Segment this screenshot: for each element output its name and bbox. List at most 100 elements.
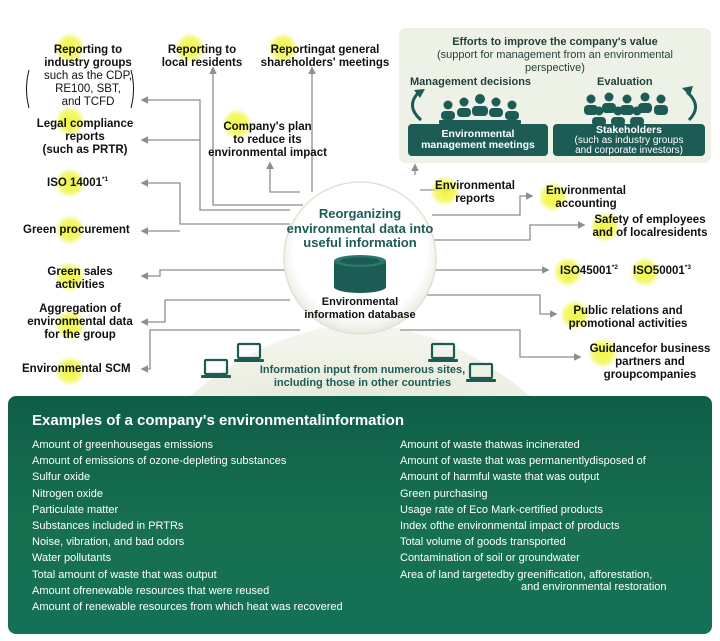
highlight-guidance [588, 338, 618, 368]
iso50001-label: ISO50001 [633, 265, 685, 277]
evaluation-label: Evaluation [597, 76, 653, 88]
output-public-relations: Public relations and promotional activit… [568, 305, 688, 330]
database-label: Environmental information database [304, 296, 416, 321]
laptop-icon-4 [466, 362, 496, 382]
examples-title: Examples of a company's environmentalinf… [32, 412, 404, 429]
value-panel-subtitle: (support for management from an environm… [436, 49, 673, 74]
arrow-aggregation [140, 299, 290, 326]
output-green-sales: Green sales activities [47, 266, 113, 291]
output-shareholders: Reportingat general shareholders' meetin… [260, 44, 390, 69]
example-item: Amount of harmful waste that was output [400, 471, 600, 484]
output-safety: Safety of employees and of localresident… [592, 214, 708, 239]
site-icons [201, 342, 496, 382]
highlight-scm [55, 356, 85, 386]
example-item: Particulate matter [32, 503, 119, 516]
output-guidance: Guidancefor business partners and groupc… [589, 343, 711, 381]
example-item: Usage rate of Eco Mark-certified product… [400, 503, 603, 516]
output-iso14001: ISO 14001*1 [47, 176, 109, 190]
value-panel-title: Efforts to improve the company's value [452, 36, 658, 48]
highlight-safety [590, 212, 620, 242]
output-industry-groups-detail: such as the CDP, RE100, SBT, and TCFD [43, 70, 132, 108]
example-item: Nitrogen oxide [32, 487, 103, 500]
example-item-continued: and environmental restoration [521, 580, 667, 593]
output-env-reports: Environmental reports [435, 180, 515, 205]
stakeholders-crowd-icon [584, 92, 668, 126]
output-aggregation: Aggregation of environmental data for th… [27, 303, 133, 341]
example-item: Amount of greenhousegas emissions [32, 439, 213, 451]
arrow-safety [432, 221, 586, 241]
example-item: Amount of renewable resources from which… [32, 600, 343, 613]
example-item: Noise, vibration, and bad odors [32, 536, 185, 549]
output-reduction-plan: Company's plan to reduce its environment… [208, 121, 327, 159]
example-item: Substances included in PRTRs [32, 519, 184, 532]
highlight-iso14001 [55, 168, 85, 198]
example-item: Total amount of waste that was output [32, 568, 217, 581]
arrow-local [209, 66, 303, 206]
highlight-iso45001 [553, 257, 583, 287]
arrow-green-sales [140, 269, 290, 280]
management-decisions-label: Management decisions [410, 76, 532, 88]
highlight-aggregation [55, 310, 85, 340]
highlight-legal [55, 106, 85, 136]
examples-right-list: Amount of waste thatwas incinerated Amou… [400, 437, 667, 595]
example-item: Water pollutants [32, 552, 112, 565]
example-item: Total volume of goods transported [400, 536, 566, 549]
example-item: Contamination of soil or groundwater [400, 552, 580, 565]
laptop-icon-1 [201, 358, 231, 378]
example-item: Amount of waste thatwas incinerated [400, 439, 580, 451]
output-green-procurement: Green procurement [23, 224, 130, 236]
arrow-plan [266, 161, 300, 193]
output-iso45001: ISO45001*2 [560, 264, 618, 278]
example-item: Amount ofrenewable resources that were r… [32, 584, 270, 597]
value-panel-icons [411, 86, 697, 126]
stakeholders-box-title: Stakeholders [596, 124, 662, 136]
output-iso50001: ISO50001*3 [633, 264, 691, 278]
example-item: Area of land targetedby greenification, … [400, 568, 653, 581]
industry-bracket [26, 69, 134, 109]
output-industry-groups: Reporting to industry groups [44, 44, 132, 69]
highlight-shareholders [268, 33, 298, 63]
output-environmental-scm: Environmental SCM [22, 363, 131, 375]
input-sites-label: Information input from numerous sites, i… [259, 364, 466, 389]
cycle-arrow-left-icon [411, 90, 423, 122]
arrow-accounting [432, 192, 534, 216]
highlight-green-procurement [55, 215, 85, 245]
iso45001-label: ISO45001 [560, 265, 612, 277]
hub-title: Reorganizing environmental data into use… [286, 206, 434, 250]
stakeholders-box-detail: (such as industry groups and corporate i… [574, 135, 684, 156]
example-item: Index ofthe environmental impact of prod… [400, 519, 620, 532]
output-env-accounting: Environmental accounting [546, 185, 626, 210]
example-item: Amount of waste that was permanentlydisp… [400, 455, 646, 468]
iso45001-note: *2 [611, 264, 618, 272]
highlight-pr [560, 300, 590, 330]
laptop-icon-3 [428, 342, 458, 362]
output-legal-compliance: Legal compliance reports (such as PRTR) [36, 118, 134, 156]
arrow-scm [140, 329, 300, 373]
arrow-industry [140, 96, 290, 211]
arrow-iso14001 [140, 179, 290, 225]
iso14001-note: *1 [101, 176, 109, 184]
highlight-green-sales [55, 262, 85, 292]
highlight-industry [55, 33, 85, 63]
example-item: Sulfur oxide [32, 471, 91, 484]
highlight-iso50001 [630, 257, 660, 287]
iso14001-label: ISO 14001 [47, 177, 102, 189]
examples-panel [8, 396, 712, 634]
example-item: Green purchasing [400, 487, 488, 500]
stakeholders-box: Stakeholders (such as industry groups an… [553, 124, 705, 156]
arrow-guidance [400, 329, 582, 361]
examples-left-list: Amount of greenhousegas emissions Amount… [32, 437, 343, 615]
output-local-residents: Reporting to local residents [161, 44, 243, 69]
highlight-env-reports [430, 176, 460, 206]
arrow-pr [420, 294, 558, 318]
management-meetings-box: Environmental management meetings [408, 124, 548, 156]
highlight-accounting [538, 182, 568, 212]
highlight-local [175, 33, 205, 63]
meeting-people-icon [439, 94, 521, 124]
cycle-arrow-right-icon [685, 90, 697, 122]
highlight-plan [222, 109, 252, 139]
example-item: Amount of emissions of ozone-depleting s… [32, 455, 287, 468]
database-icon [334, 255, 386, 293]
iso50001-note: *3 [684, 264, 691, 272]
